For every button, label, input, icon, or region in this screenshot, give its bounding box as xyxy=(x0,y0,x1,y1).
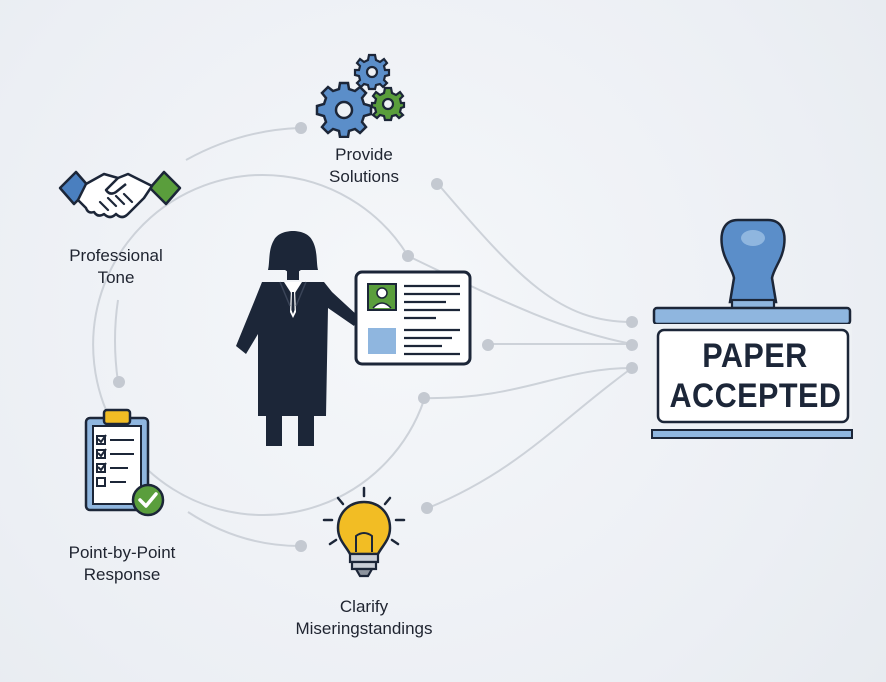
connector-dot xyxy=(431,178,443,190)
connector-dot xyxy=(626,362,638,374)
connector-dot xyxy=(626,316,638,328)
rubber-stamp-icon xyxy=(651,218,853,439)
label-line: Response xyxy=(83,565,161,584)
connector-tone-to-solutions xyxy=(185,127,301,161)
connector-clarify-to-stamp xyxy=(427,367,633,509)
label-provide-solutions: Provide Solutions xyxy=(318,144,410,188)
label-line: Professional xyxy=(69,246,163,265)
connector-checklist-to-clarify xyxy=(187,511,301,547)
connector-dot xyxy=(402,250,414,262)
connector-dot xyxy=(482,339,494,351)
label-professional-tone: Professional Tone xyxy=(56,245,176,289)
label-point-by-point: Point-by-Point Response xyxy=(52,542,192,586)
clipboard-checklist-icon xyxy=(84,408,165,517)
label-line: Solutions xyxy=(329,167,399,186)
stamp-text: PAPER ACCEPTED xyxy=(670,336,841,416)
central-arc xyxy=(92,173,425,516)
connector-dot xyxy=(295,540,307,552)
stamp-line-1: PAPER xyxy=(702,337,808,375)
connector-dot xyxy=(113,376,125,388)
label-line: Clarify xyxy=(339,597,389,616)
connector-dot xyxy=(418,392,430,404)
label-line: Miseringstandings xyxy=(295,619,433,638)
connector-arc-to-stamp xyxy=(423,367,633,400)
presenter-icon xyxy=(236,231,472,446)
lightbulb-icon xyxy=(322,486,406,578)
connector-solutions-to-stamp xyxy=(437,183,633,323)
connector-dot xyxy=(626,339,638,351)
connector-dot xyxy=(295,122,307,134)
connector-dot xyxy=(421,502,433,514)
handshake-icon xyxy=(58,170,182,219)
label-line: Tone xyxy=(97,268,135,287)
connector-tone-to-checklist xyxy=(114,299,119,383)
gears-icon xyxy=(315,53,406,138)
stamp-line-2: ACCEPTED xyxy=(669,377,842,415)
label-clarify: Clarify Miseringstandings xyxy=(276,596,452,640)
label-line: Point-by-Point xyxy=(68,543,176,562)
label-line: Provide xyxy=(335,145,393,164)
